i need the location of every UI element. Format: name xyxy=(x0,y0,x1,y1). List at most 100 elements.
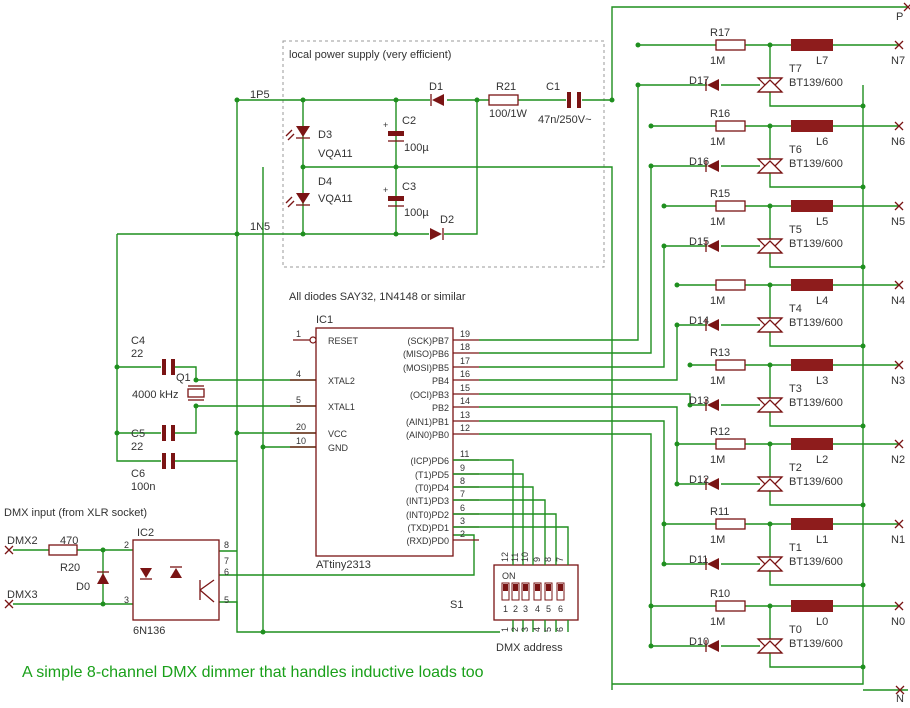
resistor-label: R10 xyxy=(710,588,730,600)
crystal-q1 xyxy=(187,385,205,401)
dip-toggle-knob xyxy=(546,584,551,591)
junction-dot xyxy=(393,164,399,170)
triac-value: BT139/600 xyxy=(789,317,843,329)
capacitor-c2: + xyxy=(383,120,404,142)
resistor-value: 1M xyxy=(710,616,725,628)
diode-d2 xyxy=(430,228,444,240)
ic1-pin-label: PB4 xyxy=(432,376,449,386)
ic2-optocoupler xyxy=(132,539,220,621)
dip-toggle-knob xyxy=(503,584,508,591)
gate-diode xyxy=(707,399,719,411)
c6-label: C6 xyxy=(131,468,145,480)
power-supply-box xyxy=(282,40,605,268)
dip-top-pin: 7 xyxy=(555,557,565,562)
junction-dot xyxy=(767,521,773,527)
triac-wire xyxy=(769,206,863,268)
diode-label: D13 xyxy=(689,395,709,407)
r20-value: 470 xyxy=(60,535,78,547)
junction-dot xyxy=(114,364,120,370)
diode-note: All diodes SAY32, 1N4148 or similar xyxy=(289,291,466,303)
resistor xyxy=(715,279,746,291)
resistor-label: R11 xyxy=(710,506,729,518)
resistor-value: 1M xyxy=(710,55,725,67)
inductor-label: L4 xyxy=(816,295,828,307)
triac-wire xyxy=(769,365,863,427)
gate-wire xyxy=(479,84,707,341)
output-terminal xyxy=(894,201,904,211)
net-1n5: 1N5 xyxy=(250,221,270,233)
c4-value: 22 xyxy=(131,348,143,360)
capacitor-c6 xyxy=(162,453,175,469)
gate-wire xyxy=(479,420,707,565)
gate-wire xyxy=(479,245,707,368)
dmx-input-section: DMX input (from XLR socket) DMX2 DMX3 47… xyxy=(4,507,229,637)
ic1-pin-number: 18 xyxy=(460,342,470,352)
ic1-pin-number: 3 xyxy=(460,516,465,526)
resistor-label: R12 xyxy=(710,426,730,438)
gate-diode xyxy=(707,478,719,490)
junction-dot xyxy=(860,264,866,270)
gate-diode xyxy=(707,240,719,252)
ic1-label: IC1 xyxy=(316,314,333,326)
s1-label: S1 xyxy=(450,599,463,611)
junction-dot xyxy=(661,561,667,567)
junction-dot xyxy=(393,231,399,237)
ic1-pin-label: (T1)PD5 xyxy=(415,470,449,480)
diode-label: D17 xyxy=(689,75,709,87)
triac-wire xyxy=(769,45,863,107)
junction-dot xyxy=(260,444,266,450)
ic1-pin-number: 8 xyxy=(460,476,465,486)
resistor-r21 xyxy=(488,94,519,106)
inductor xyxy=(791,39,833,51)
dip-top-pin: 10 xyxy=(520,552,530,562)
dip-top-pin: 9 xyxy=(532,557,542,562)
junction-dot xyxy=(193,377,199,383)
resistor-value: 1M xyxy=(710,534,725,546)
ic2-pin-8: 8 xyxy=(224,540,229,550)
c5-value: 22 xyxy=(131,441,143,453)
diode-label: D11 xyxy=(689,554,708,566)
capacitor-c3: + xyxy=(383,185,404,207)
resistor-value: 1M xyxy=(710,216,725,228)
resistor-value: 1M xyxy=(710,136,725,148)
r21-value: 100/1W xyxy=(489,108,528,120)
junction-dot xyxy=(114,430,120,436)
ic1-pin-label: (AIN1)PB1 xyxy=(406,417,449,427)
output-terminal xyxy=(894,439,904,449)
triac-label: T3 xyxy=(789,383,802,395)
ic1-pin-label: PB2 xyxy=(432,403,449,413)
junction-dot xyxy=(609,97,615,103)
c3-value: 100µ xyxy=(404,207,429,219)
triac-value: BT139/600 xyxy=(789,77,843,89)
inductor xyxy=(791,518,833,530)
inductor xyxy=(791,279,833,291)
junction-dot xyxy=(300,231,306,237)
inductor xyxy=(791,200,833,212)
ic1-pin-label: XTAL2 xyxy=(328,376,355,386)
inductor-label: L2 xyxy=(816,454,828,466)
ic1-reset-bubble xyxy=(309,336,317,344)
output-terminal xyxy=(894,360,904,370)
junction-dot xyxy=(860,184,866,190)
junction-dot xyxy=(234,430,240,436)
dip-address-wire xyxy=(453,526,569,565)
ic1-pin-number: 7 xyxy=(460,489,465,499)
dip-top-pin: 8 xyxy=(543,557,553,562)
led-d4 xyxy=(285,193,310,208)
resistor-label: R16 xyxy=(710,108,730,120)
ic2-label: IC2 xyxy=(137,527,154,539)
output-label: N7 xyxy=(891,55,905,67)
capacitor-c5 xyxy=(162,425,175,441)
junction-dot xyxy=(674,322,680,328)
resistor xyxy=(715,438,746,450)
dip-bottom-pin: 6 xyxy=(555,627,565,632)
junction-dot xyxy=(687,362,693,368)
p-terminal xyxy=(903,2,910,12)
d2-label: D2 xyxy=(440,214,454,226)
dip-top-pin: 11 xyxy=(510,553,520,562)
junction-dot xyxy=(100,601,106,607)
dip-toggle-knob xyxy=(535,584,540,591)
ic1-pin-label: (ICP)PD6 xyxy=(410,456,449,466)
